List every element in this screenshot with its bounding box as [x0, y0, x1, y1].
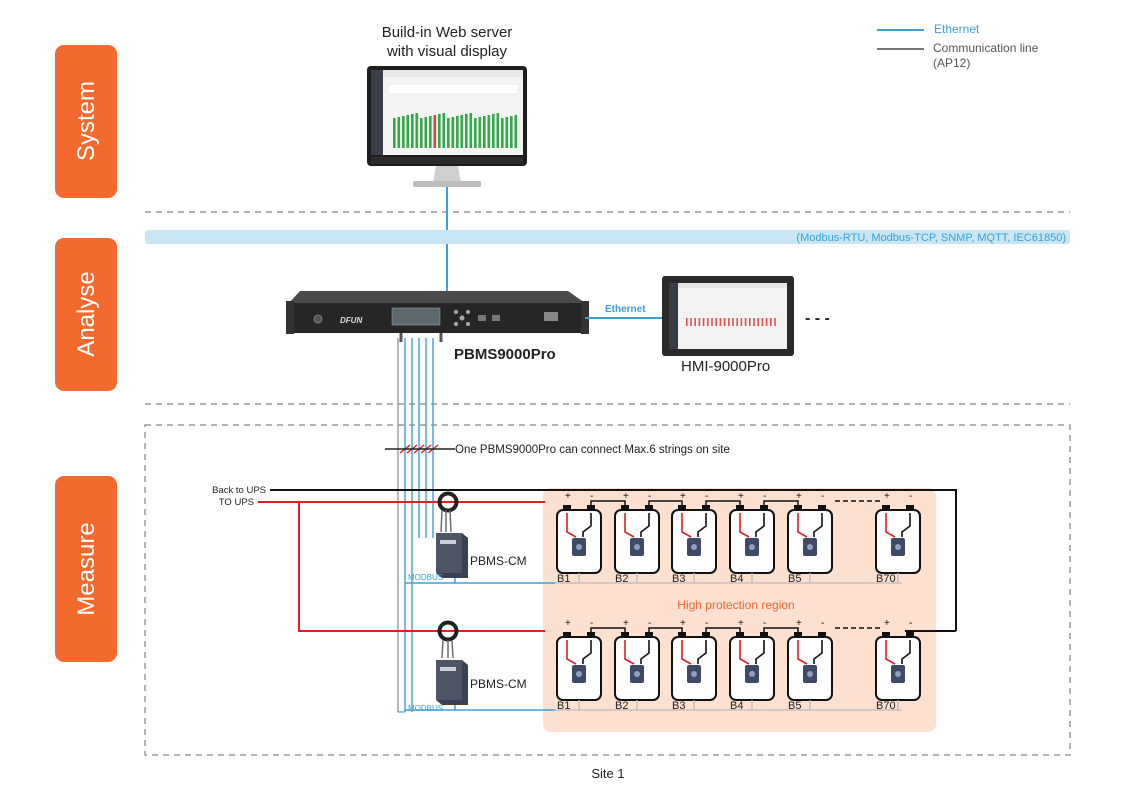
- controller-device: DFUN: [286, 291, 589, 342]
- layer-analyse: Analyse: [55, 238, 117, 391]
- battery-label: B5: [788, 573, 801, 585]
- battery-pole-minus: -: [705, 618, 708, 629]
- string-comm-lines: [397, 338, 439, 713]
- legend: Ethernet Communication line (AP12): [877, 22, 1039, 70]
- battery-unit: + - B2: [614, 618, 683, 712]
- battery-label: B2: [615, 700, 628, 712]
- battery-label: B3: [672, 700, 685, 712]
- battery-strings: + - B1 + - B2 + - B3 + - B4 + - B5 + - B70 + - B1 + - B2 + - B3 + - B…: [555, 491, 921, 712]
- controller-name: PBMS9000Pro: [454, 346, 556, 363]
- battery-pole-minus: -: [763, 491, 766, 502]
- battery-unit: + - B4: [729, 491, 799, 585]
- modbus-label-string1: MODBUS: [408, 573, 443, 582]
- battery-label: B70: [876, 700, 896, 712]
- legend-ethernet-label: Ethernet: [934, 22, 980, 36]
- battery-unit: + - B70: [875, 491, 921, 585]
- power-cables: [258, 489, 957, 632]
- layer-measure-label: Measure: [73, 522, 100, 615]
- battery-pole-plus: +: [884, 618, 890, 629]
- legend-comm-label: Communication line: [933, 41, 1039, 55]
- battery-pole-plus: +: [796, 618, 802, 629]
- hmi-panel-icon: [662, 276, 794, 356]
- web-server-title-line2: with visual display: [386, 43, 508, 60]
- site-label: Site 1: [591, 766, 624, 781]
- battery-label: B70: [876, 573, 896, 585]
- layer-measure: Measure: [55, 476, 117, 662]
- current-sensor-icon: [437, 620, 459, 659]
- hmi-chart: [686, 318, 776, 326]
- communication-bus: [145, 230, 1070, 244]
- battery-pole-plus: +: [565, 491, 571, 502]
- battery-pole-minus: -: [909, 491, 912, 502]
- hmi-name: HMI-9000Pro: [681, 358, 770, 375]
- web-server-title-line1: Build-in Web server: [382, 24, 513, 41]
- bus-protocols-label: (Modbus-RTU, Modbus-TCP, SNMP, MQTT, IEC…: [796, 232, 1066, 244]
- controller-brand: DFUN: [340, 316, 362, 325]
- battery-pole-plus: +: [738, 491, 744, 502]
- battery-string-2: + - B1 + - B2 + - B3 + - B4 + - B5 + - B70: [555, 618, 921, 712]
- battery-unit: + - B4: [729, 618, 799, 712]
- battery-unit: + - B5: [787, 618, 833, 712]
- to-ups-label: TO UPS: [219, 497, 254, 508]
- battery-pole-plus: +: [884, 491, 890, 502]
- layer-system-label: System: [73, 81, 100, 161]
- battery-pole-plus: +: [565, 618, 571, 629]
- monitor-icon: [367, 66, 527, 187]
- battery-pole-minus: -: [821, 618, 824, 629]
- battery-pole-plus: +: [738, 618, 744, 629]
- battery-pole-plus: +: [680, 618, 686, 629]
- battery-label: B4: [730, 700, 743, 712]
- battery-unit: + - B5: [787, 491, 833, 585]
- battery-unit: + - B1: [556, 618, 626, 712]
- cm-module-label-string1: PBMS-CM: [470, 554, 527, 568]
- battery-unit: + - B1: [556, 491, 626, 585]
- battery-label: B1: [557, 573, 570, 585]
- battery-pole-minus: -: [821, 491, 824, 502]
- layer-analyse-label: Analyse: [73, 271, 100, 356]
- modbus-links: [405, 578, 555, 711]
- battery-pole-plus: +: [623, 491, 629, 502]
- battery-label: B5: [788, 700, 801, 712]
- strings-note: One PBMS9000Pro can connect Max.6 string…: [455, 444, 730, 456]
- high-protection-region-label: High protection region: [677, 598, 794, 612]
- battery-unit: + - B3: [671, 618, 741, 712]
- back-to-ups-label: Back to UPS: [212, 485, 266, 496]
- cm-module-icon: [436, 660, 468, 705]
- negative-cable: [270, 489, 957, 631]
- monitor-chart: [393, 113, 518, 148]
- battery-unit: + - B2: [614, 491, 683, 585]
- ethernet-link-label: Ethernet: [605, 304, 646, 315]
- battery-pole-minus: -: [705, 491, 708, 502]
- current-sensor-icon: [437, 491, 459, 533]
- battery-pole-minus: -: [590, 618, 593, 629]
- battery-string-1: + - B1 + - B2 + - B3 + - B4 + - B5 + - B70: [555, 491, 921, 585]
- site-boundary: [144, 424, 1071, 756]
- positive-cable-string2: [298, 502, 545, 632]
- legend-comm-sub-label: (AP12): [933, 56, 970, 70]
- battery-unit: + - B3: [671, 491, 741, 585]
- battery-pole-plus: +: [796, 491, 802, 502]
- hmi-more-indicator: - - -: [805, 310, 830, 327]
- modbus-label-string2: MODBUS: [408, 704, 443, 713]
- battery-label: B3: [672, 573, 685, 585]
- battery-label: B1: [557, 700, 570, 712]
- battery-pole-minus: -: [648, 491, 651, 502]
- cm-module-icon: [436, 533, 468, 578]
- cm-module-label-string2: PBMS-CM: [470, 677, 527, 691]
- battery-pole-minus: -: [648, 618, 651, 629]
- battery-unit: + - B70: [875, 618, 921, 712]
- layer-system: System: [55, 45, 117, 198]
- battery-label: B2: [615, 573, 628, 585]
- battery-label: B4: [730, 573, 743, 585]
- battery-pole-minus: -: [590, 491, 593, 502]
- battery-pole-plus: +: [680, 491, 686, 502]
- battery-pole-minus: -: [763, 618, 766, 629]
- battery-pole-plus: +: [623, 618, 629, 629]
- battery-pole-minus: -: [909, 618, 912, 629]
